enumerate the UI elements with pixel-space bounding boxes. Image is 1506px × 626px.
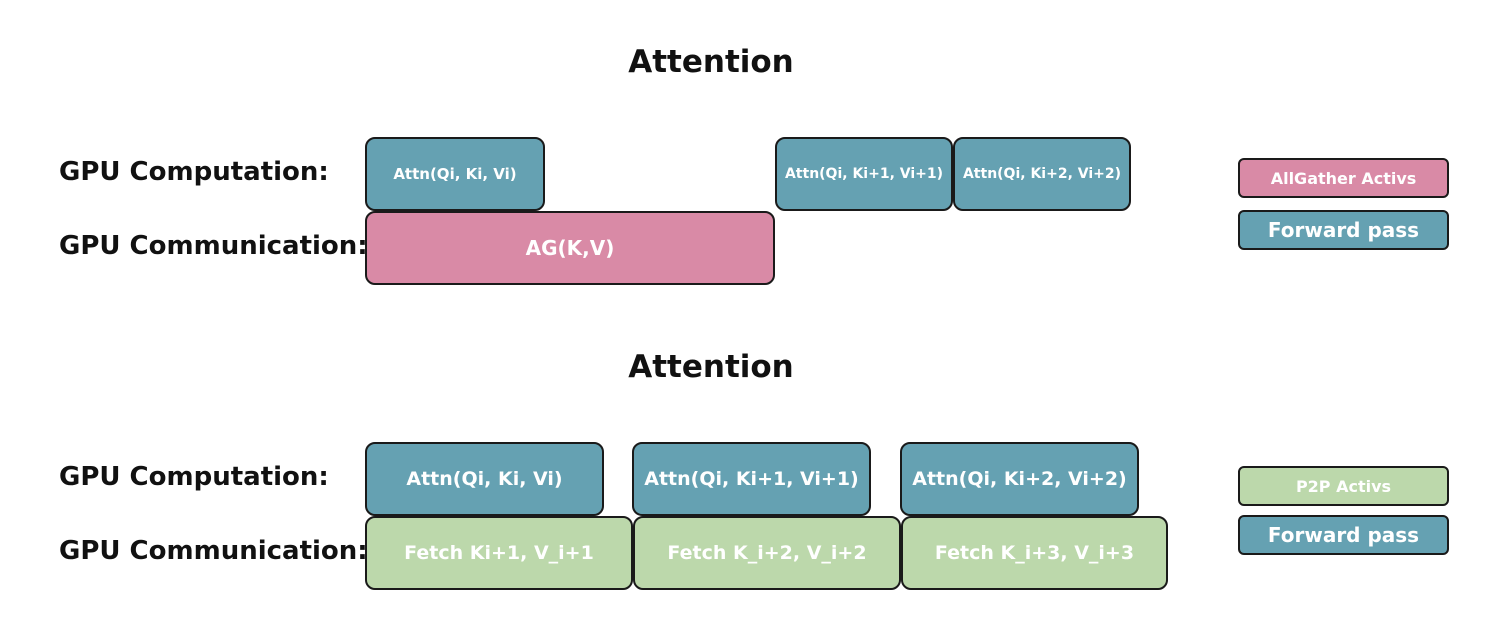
bottom-compute-block-2: Attn(Qi, Ki+1, Vi+1) [632,442,871,516]
bottom-communication-block-3: Fetch K_i+3, V_i+3 [901,516,1168,590]
bottom-compute-block-1: Attn(Qi, Ki, Vi) [365,442,604,516]
top-communication-label: GPU Communication: [59,231,368,261]
top-compute-block-1: Attn(Qi, Ki, Vi) [365,137,545,211]
bottom-title: Attention [628,349,794,385]
top-compute-block-2: Attn(Qi, Ki+1, Vi+1) [775,137,953,211]
legend-allgather: AllGather Activs [1238,158,1449,198]
legend-forward-pass-top: Forward pass [1238,210,1449,250]
bottom-communication-block-2: Fetch K_i+2, V_i+2 [633,516,901,590]
top-computation-label: GPU Computation: [59,157,329,187]
bottom-computation-label: GPU Computation: [59,462,329,492]
top-title: Attention [628,44,794,80]
bottom-compute-block-3: Attn(Qi, Ki+2, Vi+2) [900,442,1139,516]
bottom-communication-block-1: Fetch Ki+1, V_i+1 [365,516,633,590]
top-compute-block-3: Attn(Qi, Ki+2, Vi+2) [953,137,1131,211]
legend-p2p: P2P Activs [1238,466,1449,506]
bottom-communication-label: GPU Communication: [59,536,368,566]
legend-forward-pass-bottom: Forward pass [1238,515,1449,555]
top-communication-block-ag: AG(K,V) [365,211,775,285]
